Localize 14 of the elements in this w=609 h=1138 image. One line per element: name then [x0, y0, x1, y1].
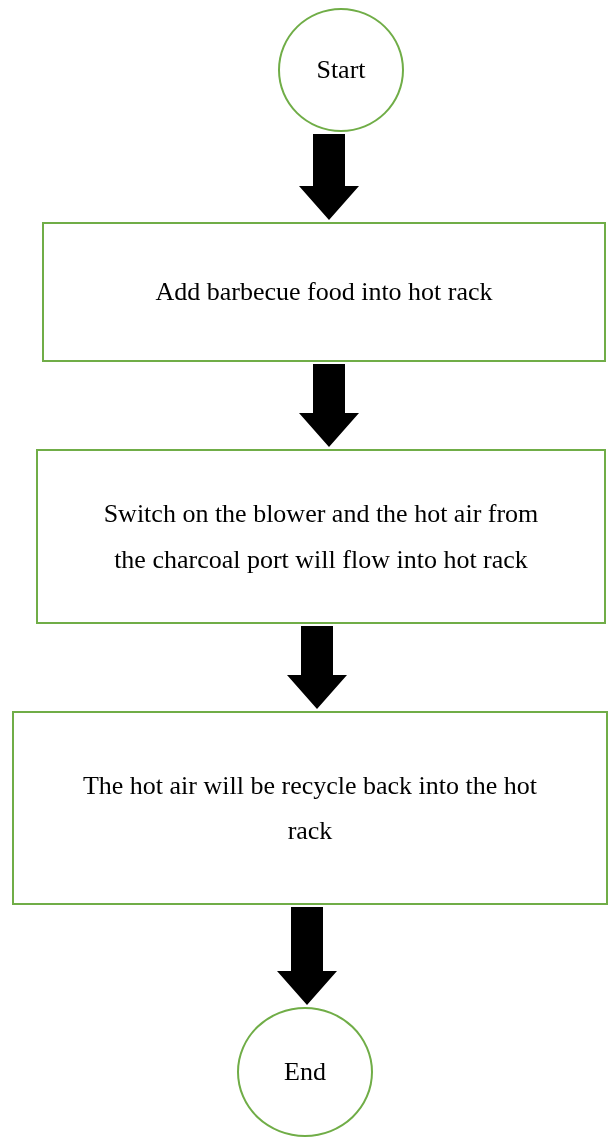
node-text: Add barbecue food into hot rack: [155, 276, 493, 309]
node-text: End: [284, 1056, 326, 1089]
block-arrow: [299, 364, 359, 447]
block-arrow: [287, 626, 347, 709]
block-arrow: [277, 907, 337, 1005]
terminal-ellipse: [237, 1007, 373, 1137]
block-arrow: [299, 134, 359, 220]
node-text: Start: [316, 54, 366, 87]
process-box: [42, 222, 606, 362]
node-text: The hot air will be recycle back into the hot rack: [81, 769, 539, 847]
terminal-ellipse: [278, 8, 404, 132]
process-box: [12, 711, 608, 905]
process-box: [36, 449, 606, 624]
node-text: Switch on the blower and the hot air from the charcoal port will flow into hot rack: [102, 498, 540, 576]
